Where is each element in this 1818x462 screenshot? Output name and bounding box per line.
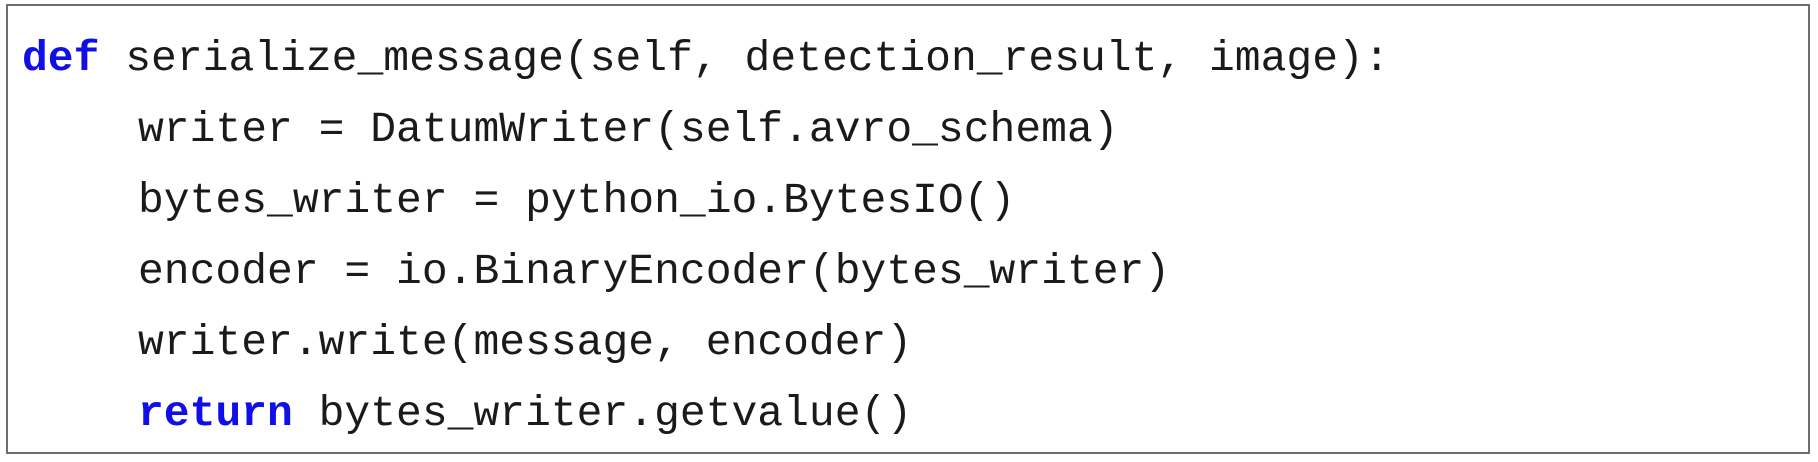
code-line-6: return bytes_writer.getvalue()	[22, 378, 1808, 449]
code-line-5: writer.write(message, encoder)	[22, 307, 1808, 378]
code-line-4: encoder = io.BinaryEncoder(bytes_writer)	[22, 236, 1808, 307]
code-text: writer = DatumWriter(self.avro_schema)	[138, 105, 1119, 154]
code-line-3: bytes_writer = python_io.BytesIO()	[22, 165, 1808, 236]
code-line-1: def serialize_message(self, detection_re…	[22, 23, 1808, 94]
code-text: bytes_writer = python_io.BytesIO()	[138, 176, 1016, 225]
code-listing: def serialize_message(self, detection_re…	[6, 4, 1810, 454]
code-text: bytes_writer.getvalue()	[292, 389, 913, 438]
code-text: writer.write(message, encoder)	[138, 318, 913, 367]
keyword-def: def	[22, 34, 100, 83]
code-text: encoder = io.BinaryEncoder(bytes_writer)	[138, 247, 1171, 296]
code-line-2: writer = DatumWriter(self.avro_schema)	[22, 94, 1808, 165]
code-text: serialize_message(self, detection_result…	[99, 34, 1390, 83]
keyword-return: return	[138, 389, 293, 438]
